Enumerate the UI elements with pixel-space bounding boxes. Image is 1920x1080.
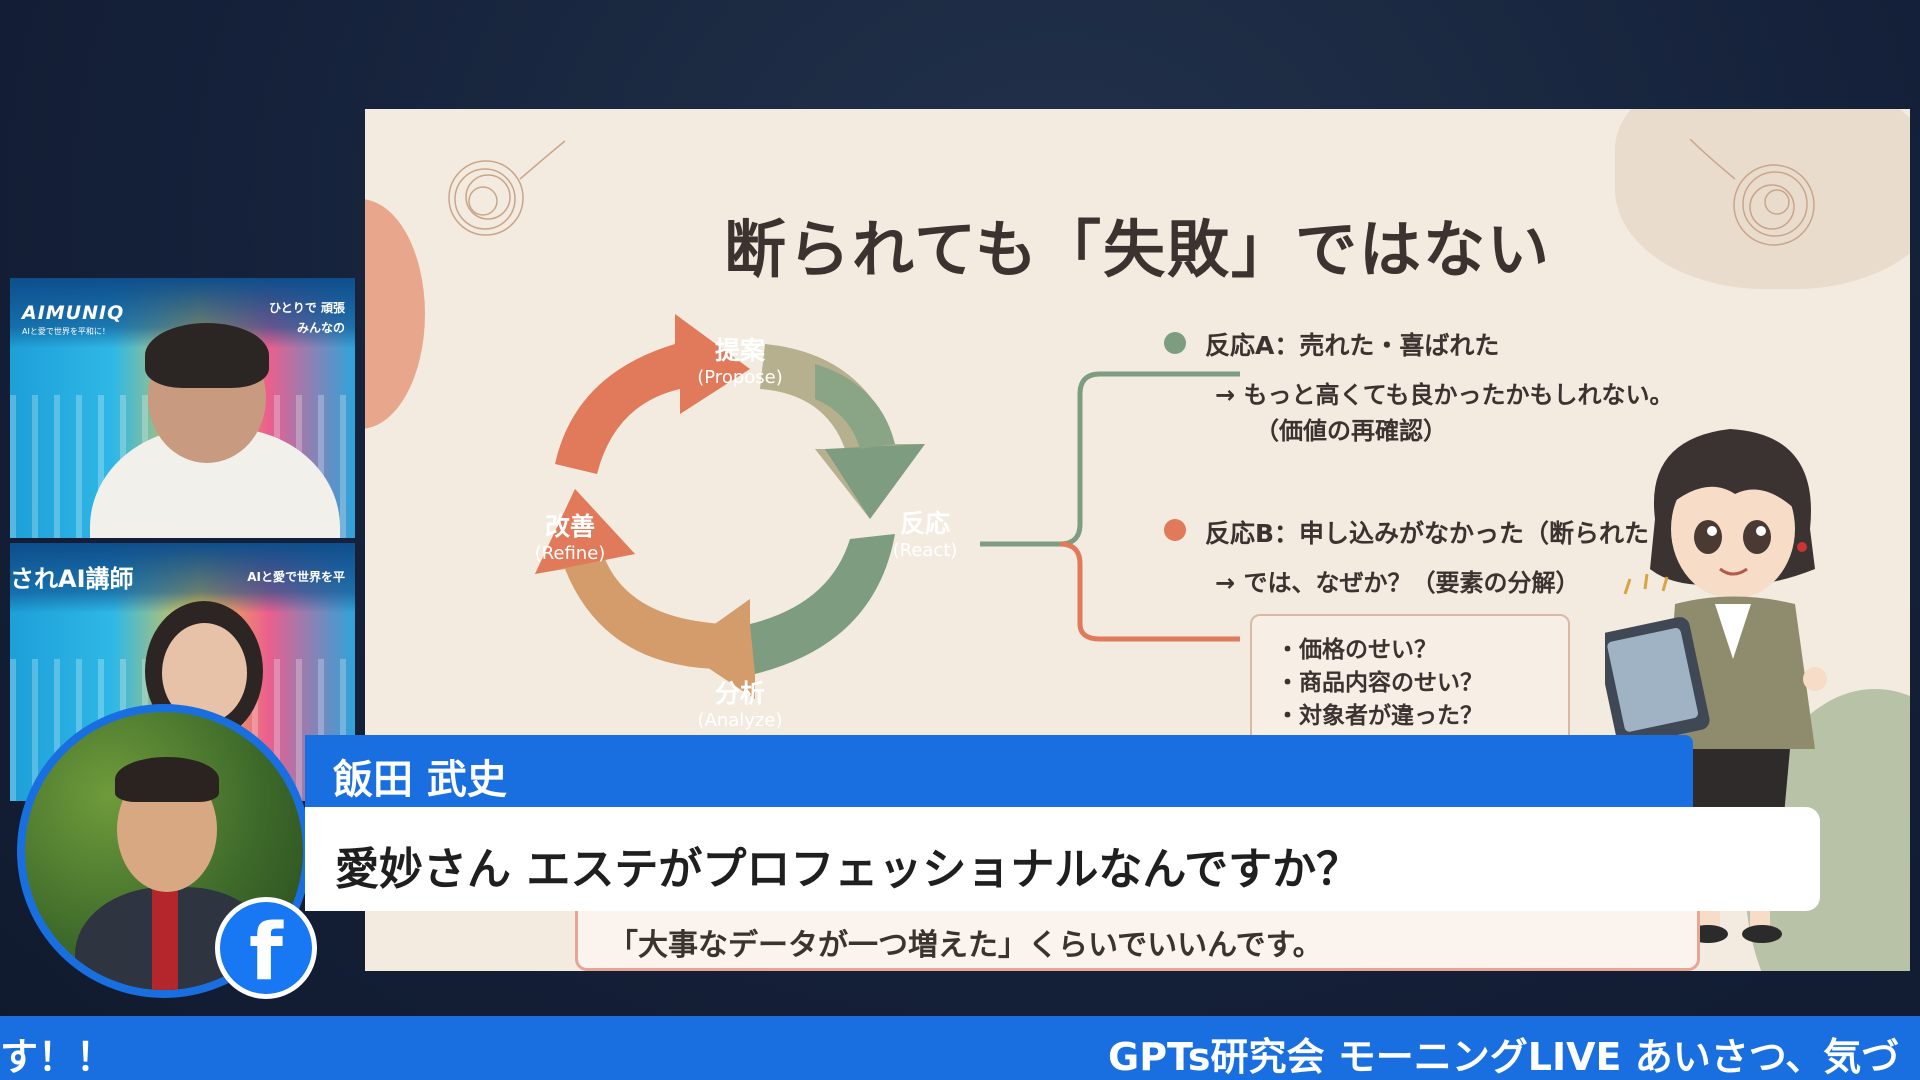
branch-connector (980, 371, 1240, 642)
decor-scribble-right (1689, 139, 1815, 246)
decor-blob-right (1615, 109, 1910, 289)
facebook-icon: f (215, 897, 317, 999)
reason-item: ・対象者が違った？ (1276, 703, 1483, 729)
response-a-heading: 反応A：売れた・喜ばれた (1205, 331, 1500, 360)
bullet-dot-b (1164, 519, 1186, 541)
tile-headline: されAI講師 (10, 565, 134, 593)
response-a-note-2: （価値の再確認） (1255, 417, 1447, 445)
comment-text: 愛妙さん エステがプロフェッショナルなんですか？ (335, 844, 1361, 895)
pdca-cycle-diagram (535, 314, 925, 699)
presenter-illustration (1605, 429, 1827, 943)
cycle-label-analyze: 分析 (Analyze) (697, 679, 783, 731)
participant-video-1[interactable]: AIMUNIQ AIと愛で世界を平和に！ ひとりで 頑張 みんなの (10, 278, 355, 538)
reason-item: ・価格のせい？ (1276, 637, 1437, 663)
cycle-label-propose: 提案 (Propose) (697, 336, 783, 388)
cycle-label-react: 反応 (React) (892, 509, 958, 561)
slide-title: 断られても「失敗」ではない (723, 213, 1552, 286)
response-a-note: → もっと高くても良かったかもしれない。 (1215, 381, 1674, 409)
ticker-text-right: GPTs研究会 モーニングLIVE あいさつ、気づ (1108, 1035, 1900, 1079)
reason-item: ・商品内容のせい？ (1276, 670, 1483, 696)
commenter-name-bar: 飯田 武史 (305, 735, 1693, 807)
decor-scribble-left (448, 140, 566, 236)
response-b-note: → では、なぜか？（要素の分解） (1215, 569, 1580, 597)
ticker-text-left: す！！ (0, 1035, 115, 1079)
cycle-label-refine: 改善 (Refine) (534, 512, 606, 564)
brand-logo-text: AIMUNIQ (22, 302, 125, 324)
tile-tagline: AIと愛で世界を平 (247, 570, 345, 584)
bullet-dot-a (1164, 332, 1186, 354)
commenter-name: 飯田 武史 (333, 757, 507, 803)
cycle-arrow-propose (555, 314, 750, 474)
news-ticker: す！！ GPTs研究会 モーニングLIVE あいさつ、気づ (0, 1016, 1920, 1080)
comment-bubble: 愛妙さん エステがプロフェッショナルなんですか？ (305, 807, 1820, 911)
tile-tagline: ひとりで 頑張 みんなの (269, 301, 345, 335)
brand-tagline: AIと愛で世界を平和に！ (22, 327, 110, 336)
bottom-callout-text: 「大事なデータが一つ増えた」くらいでいいんです。 (608, 928, 1323, 963)
response-b-heading: 反応B：申し込みがなかった（断られた (1205, 519, 1650, 548)
